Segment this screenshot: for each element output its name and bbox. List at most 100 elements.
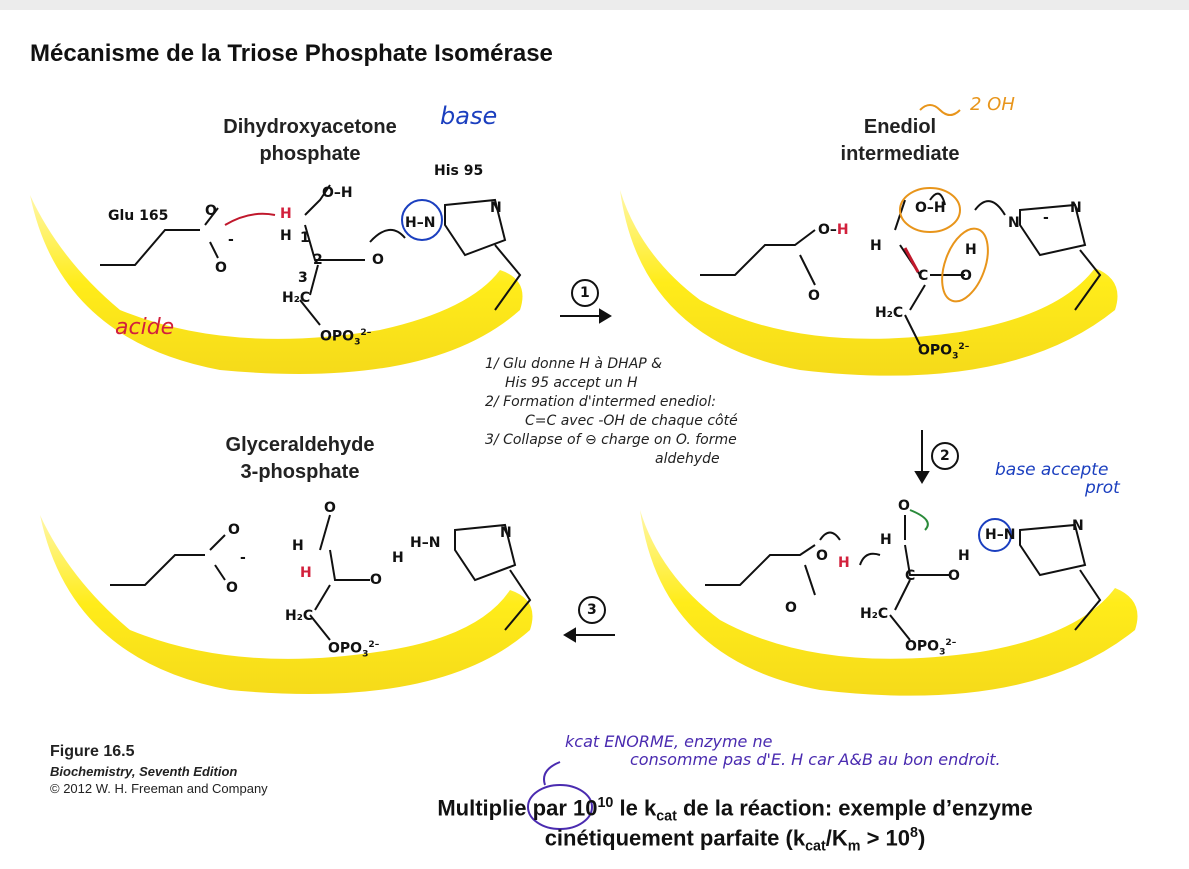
highlight-ellipse — [941, 227, 989, 303]
gap-skeleton — [309, 514, 370, 641]
annotation-kcat-line1: kcat ENORME, enzyme ne — [565, 732, 773, 751]
electron-arrow — [859, 552, 881, 566]
electron-arrow — [224, 212, 276, 226]
enzyme-pocket-shape — [40, 515, 533, 694]
atom-h: H — [965, 242, 977, 258]
atom-o: O — [228, 522, 240, 538]
conclusion-line-2: cinétiquement parfaite (kcat/Km > 108) — [544, 825, 926, 855]
electron-arrow — [819, 531, 841, 541]
annotation-squiggle — [919, 104, 961, 116]
glu-side-chain — [700, 229, 816, 286]
atom-n: N — [490, 200, 502, 216]
electron-arrow — [909, 509, 929, 531]
carbon-number-3: 3 — [298, 270, 308, 286]
his-ring — [454, 523, 532, 631]
glu-label: Glu 165 — [108, 208, 169, 224]
his-ring — [1019, 523, 1102, 631]
electron-arrow — [929, 192, 946, 206]
atom-h: H — [292, 538, 304, 554]
atom-phosphate: OPO32– — [328, 640, 380, 660]
atom-phosphate: OPO32– — [905, 638, 957, 658]
charge-minus: - — [228, 232, 234, 248]
step-1-number: 1 — [580, 285, 590, 301]
glu-side-chain — [110, 534, 226, 586]
step-2-circle — [931, 442, 959, 470]
atom-hn: H–N — [410, 535, 441, 551]
atom-h2c: H₂C — [285, 608, 314, 624]
atom-h-red: H — [838, 555, 850, 571]
atom-o: O — [816, 548, 828, 564]
atom-h: H — [958, 548, 970, 564]
atom-n: N — [500, 525, 512, 541]
annotation-prot: prot — [1085, 478, 1120, 498]
atom-o: O — [215, 260, 227, 276]
enzyme-pocket-shape — [30, 195, 523, 374]
atom-h: H — [392, 550, 404, 566]
atom-o: O — [898, 498, 910, 514]
highlight-ellipse — [899, 187, 961, 233]
atom-oh: O–H — [818, 222, 849, 238]
atom-c: C — [905, 568, 916, 584]
enzyme-pocket-shape — [640, 510, 1138, 696]
atom-o: O — [948, 568, 960, 584]
enzyme-pocket-shape — [620, 190, 1118, 376]
highlight-ellipse — [527, 784, 593, 830]
his-label: His 95 — [434, 163, 484, 179]
atom-o: O — [785, 600, 797, 616]
atom-n: N — [1070, 200, 1082, 216]
atom-o: O — [370, 572, 382, 588]
atom-phosphate: OPO32– — [918, 342, 970, 362]
annotation-tick — [543, 761, 561, 786]
atom-n: N — [1008, 215, 1020, 231]
annotation-kcat-line2: consomme pas d'E. H car A&B au bon endro… — [630, 750, 1001, 769]
carbon-number-2: 2 — [313, 252, 323, 268]
dhap-skeleton — [299, 184, 365, 326]
highlight-circle — [978, 518, 1012, 552]
glu-side-chain — [100, 229, 200, 266]
figure-label: Figure 16.5 — [50, 743, 135, 760]
annotation-two-oh: 2 OH — [970, 94, 1015, 115]
atom-hn: H–N — [405, 215, 436, 231]
figure-book: Biochemistry, Seventh Edition — [50, 764, 238, 779]
charge-minus: - — [240, 550, 246, 566]
atom-h-red: H — [280, 206, 292, 222]
atom-c: C — [918, 268, 929, 284]
atom-h: H — [280, 228, 292, 244]
double-bond-highlight — [903, 247, 920, 273]
his-ring — [1019, 203, 1102, 311]
notes-block: 1/ Glu donne H à DHAP & His 95 accept un… — [485, 356, 738, 467]
step-2-number: 2 — [940, 448, 950, 464]
atom-o: O — [226, 580, 238, 596]
atom-h2c: H₂C — [860, 606, 889, 622]
step-1-circle — [571, 279, 599, 307]
step-3-circle — [578, 596, 606, 624]
electron-arrow — [974, 200, 1006, 216]
atom-h: H — [880, 532, 892, 548]
glu-side-chain — [705, 544, 816, 596]
atom-o: O — [808, 288, 820, 304]
charge-minus: - — [1043, 210, 1049, 226]
atom-o: O — [960, 268, 972, 284]
step-3-number: 3 — [587, 602, 597, 618]
atom-o: O — [205, 203, 217, 219]
electron-arrow — [369, 229, 406, 243]
atom-n: N — [1072, 518, 1084, 534]
atom-h-red: H — [300, 565, 312, 581]
annotation-base-accepte: base accepte — [995, 460, 1109, 480]
atom-oh: O–H — [322, 185, 353, 201]
highlight-circle — [401, 199, 443, 241]
his-ring — [444, 198, 522, 311]
atom-o: O — [324, 500, 336, 516]
atom-oh: O–H — [915, 200, 946, 216]
atom-hn: H–N — [985, 527, 1016, 543]
slide-title: Mécanisme de la Triose Phosphate Isoméra… — [30, 40, 553, 67]
atom-h2c: H₂C — [875, 305, 904, 321]
atom-o: O — [372, 252, 384, 268]
conclusion-line-1: Multiplie par 1010 le kcat de la réactio… — [437, 795, 1033, 825]
annotation-acide: acide — [115, 315, 175, 340]
carbon-number-1: 1 — [300, 230, 310, 246]
